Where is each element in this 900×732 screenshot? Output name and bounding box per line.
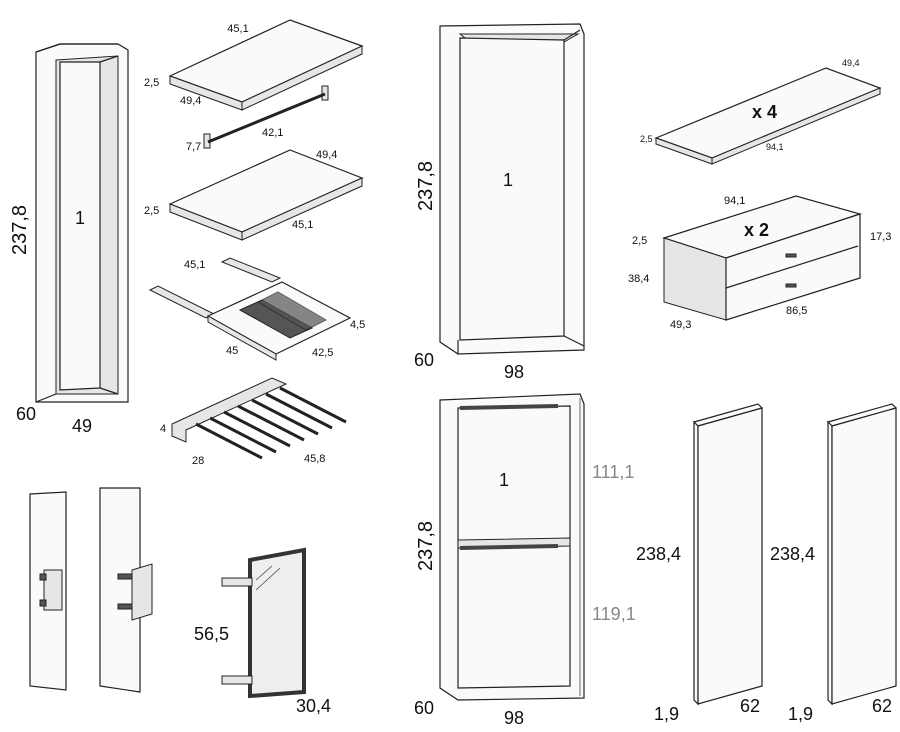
trouser-rack-height-label: 4 xyxy=(160,423,166,435)
shelf-top-depth-label: 49,4 xyxy=(180,95,201,107)
wide-shelf-depth-label: 49,4 xyxy=(842,58,860,68)
door-right-width-label: 62 xyxy=(872,696,892,716)
drawer-unit: 94,1 x 2 2,5 17,3 38,4 49,3 86,5 xyxy=(628,195,891,331)
drawer-slide-length-label: 45,1 xyxy=(184,259,205,271)
drawer-tray: 45,1 4,5 45 42,5 xyxy=(148,257,365,361)
wide-shelf: 49,4 x 4 2,5 94,1 xyxy=(640,58,882,165)
tall-cabinet-depth-label: 60 xyxy=(16,404,36,424)
hanging-rail: 42,1 7,7 xyxy=(186,85,329,153)
wide-cabinet-width-label: 98 xyxy=(504,362,524,382)
wide-shelf-quantity-label: x 4 xyxy=(752,102,777,122)
shelf-top-thickness-label: 2,5 xyxy=(144,77,159,89)
door-left-width-label: 62 xyxy=(740,696,760,716)
drawer-outer-width-label: 42,5 xyxy=(312,347,333,359)
wide-shelf-thickness-label: 2,5 xyxy=(640,134,653,144)
tall-cabinet-number-label: 1 xyxy=(75,208,85,228)
drawer-unit-front-height-label: 38,4 xyxy=(628,273,649,285)
wide-cabinet-height-label: 237,8 xyxy=(415,161,437,211)
mirror-frame xyxy=(248,547,306,699)
tall-cabinet-height-label: 237,8 xyxy=(9,205,31,255)
trouser-rack-width-label: 28 xyxy=(192,455,204,467)
drawer-inner-width-label: 45 xyxy=(226,345,238,357)
trouser-rack: 4 28 45,8 xyxy=(160,377,347,467)
wide-cabinet: 237,8 1 60 98 xyxy=(414,23,585,382)
shelf-top-width-label: 45,1 xyxy=(227,23,248,35)
hinge-panel-left xyxy=(29,491,67,691)
wide-shelf-width-label: 94,1 xyxy=(766,142,784,152)
drawer-unit-quantity-label: x 2 xyxy=(744,220,769,240)
rail-cabinet-height-label: 237,8 xyxy=(415,521,437,571)
drawer-height-label: 4,5 xyxy=(350,319,365,331)
drawer-handle-bottom xyxy=(785,283,797,288)
tall-cabinet: 237,8 1 60 49 xyxy=(9,43,129,436)
shelf-mid: 49,4 2,5 45,1 xyxy=(144,149,364,241)
drawer-slide-back xyxy=(220,257,282,283)
rail-cabinet-depth-label: 60 xyxy=(414,698,434,718)
drawer-unit-height-label: 17,3 xyxy=(870,231,891,243)
shelf-mid-thickness-label: 2,5 xyxy=(144,205,159,217)
door-right: 238,4 1,9 62 xyxy=(770,403,898,724)
drawer-unit-thickness-label: 2,5 xyxy=(632,235,647,247)
shelf-mid-depth-label: 49,4 xyxy=(316,149,337,161)
mirror-height-label: 56,5 xyxy=(194,624,229,644)
rail-cabinet-upper-label: 111,1 xyxy=(592,462,634,482)
hanging-rail-width-label: 42,1 xyxy=(262,127,283,139)
wide-cabinet-depth-label: 60 xyxy=(414,350,434,370)
trouser-rack-length-label: 45,8 xyxy=(304,453,325,465)
tall-cabinet-width-label: 49 xyxy=(72,416,92,436)
trouser-rack-bars xyxy=(195,386,347,460)
shelf-mid-width-label: 45,1 xyxy=(292,219,313,231)
door-right-thickness-label: 1,9 xyxy=(788,704,813,724)
trouser-rack-frame xyxy=(171,377,288,443)
hinge-panel-right xyxy=(99,487,153,693)
hanging-rail-bar xyxy=(207,92,326,144)
hanging-rail-height-label: 7,7 xyxy=(186,141,201,153)
rail-cabinet-number-label: 1 xyxy=(499,470,509,490)
door-right-height-label: 238,4 xyxy=(770,544,815,564)
wide-cabinet-number-label: 1 xyxy=(503,170,513,190)
drawer-handle-top xyxy=(785,253,797,258)
mirror: 56,5 30,4 xyxy=(194,547,331,716)
shelf-top: 45,1 2,5 49,4 xyxy=(144,19,364,111)
door-left-thickness-label: 1,9 xyxy=(654,704,679,724)
door-left: 238,4 1,9 62 xyxy=(636,403,764,724)
rail-cabinet-lower-label: 119,1 xyxy=(592,604,636,624)
drawer-unit-width-label: 94,1 xyxy=(724,195,745,207)
rail-cabinet-width-label: 98 xyxy=(504,708,524,728)
drawer-unit-depth-label: 49,3 xyxy=(670,319,691,331)
drawer-slide-front xyxy=(148,285,216,319)
rail-cabinet: 237,8 1 111,1 119,1 60 98 xyxy=(414,393,636,728)
drawer-unit-inner-width-label: 86,5 xyxy=(786,305,807,317)
door-left-height-label: 238,4 xyxy=(636,544,681,564)
mirror-width-label: 30,4 xyxy=(296,696,331,716)
